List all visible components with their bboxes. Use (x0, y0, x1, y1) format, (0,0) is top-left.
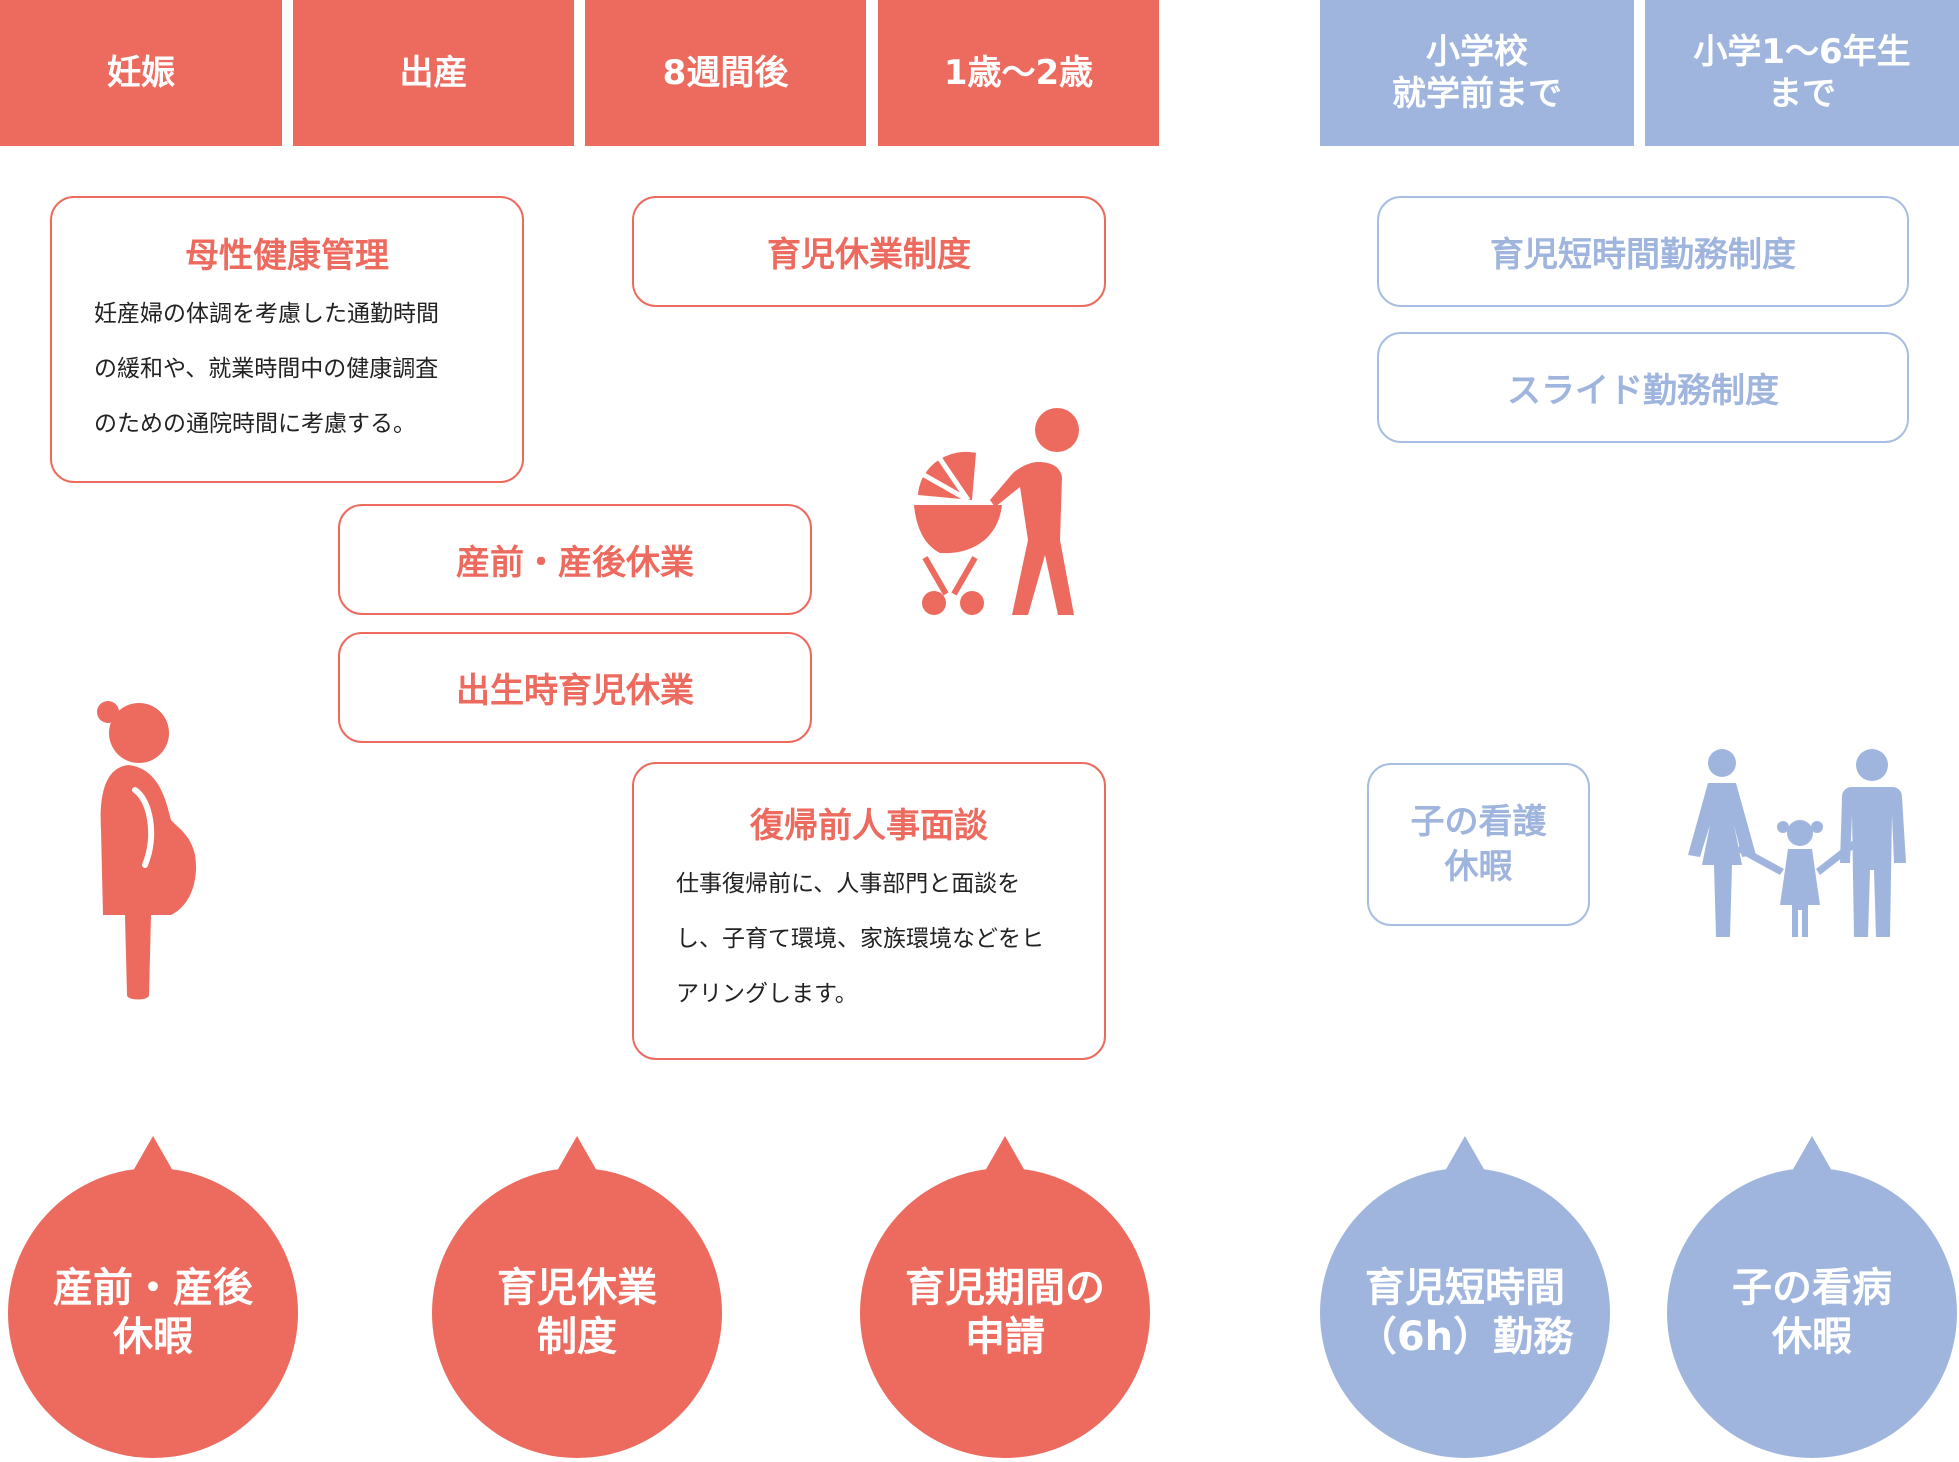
maternity-leave-title: 産前・産後休業 (456, 543, 694, 583)
maternal-health-line: 妊産婦の体調を考慮した通勤時間 (94, 301, 439, 327)
pre-return-interview-line: し、子育て環境、家族環境などをヒ (676, 926, 1044, 952)
bubble-maternity-leave: 産前・産後 休暇 (8, 1168, 298, 1458)
family-icon (1688, 749, 1906, 937)
birth-childcare-leave-box: 出生時育児休業 (338, 632, 812, 743)
timeline-header-preschool: 小学校 就学前まで (1320, 0, 1634, 146)
short-hours-title: 育児短時間勤務制度 (1490, 235, 1796, 275)
bubble-childcare-leave: 育児休業 制度 (432, 1168, 722, 1458)
slide-work-box: スライド勤務制度 (1377, 332, 1909, 443)
bubble-sick-child-leave: 子の看病 休暇 (1667, 1168, 1957, 1458)
bubble-short-time-work: 育児短時間 （6h）勤務 (1320, 1168, 1610, 1458)
pre-return-interview-line: 仕事復帰前に、人事部門と面談を (676, 871, 1021, 897)
stroller-parent-icon (914, 408, 1079, 615)
timeline-header-elementary: 小学1～6年生 まで (1645, 0, 1959, 146)
timeline-header-pregnancy: 妊娠 (0, 0, 282, 146)
short-hours-box: 育児短時間勤務制度 (1377, 196, 1909, 307)
pre-return-interview-description: 仕事復帰前に、人事部門と面談を し、子育て環境、家族環境などをヒ アリングします… (634, 847, 1104, 1022)
maternal-health-title: 母性健康管理 (185, 236, 389, 276)
pre-return-interview-box: 復帰前人事面談 仕事復帰前に、人事部門と面談を し、子育て環境、家族環境などをヒ… (632, 762, 1106, 1060)
childcare-leave-title: 育児休業制度 (767, 235, 971, 275)
child-nursing-leave-box: 子の看護 休暇 (1367, 763, 1590, 926)
pregnant-woman-icon (97, 701, 196, 1000)
bubble-childcare-application: 育児期間の 申請 (860, 1168, 1150, 1458)
timeline-header-age1to2: 1歳～2歳 (878, 0, 1159, 146)
childcare-leave-box: 育児休業制度 (632, 196, 1106, 307)
child-nursing-leave-title: 子の看護 休暇 (1410, 802, 1547, 887)
maternal-health-description: 妊産婦の体調を考慮した通勤時間 の緩和や、就業時間中の健康調査 のための通院時間… (52, 277, 522, 452)
maternal-health-line: の緩和や、就業時間中の健康調査 (94, 356, 439, 382)
maternal-health-box: 母性健康管理 妊産婦の体調を考慮した通勤時間 の緩和や、就業時間中の健康調査 の… (50, 196, 524, 483)
maternal-health-line: のための通院時間に考慮する。 (94, 411, 416, 437)
maternity-leave-box: 産前・産後休業 (338, 504, 812, 615)
pre-return-interview-line: アリングします。 (676, 981, 858, 1007)
slide-work-title: スライド勤務制度 (1507, 371, 1779, 411)
timeline-header-birth: 出産 (293, 0, 574, 146)
timeline-header-week8: 8週間後 (585, 0, 866, 146)
pre-return-interview-title: 復帰前人事面談 (750, 806, 988, 846)
birth-childcare-leave-title: 出生時育児休業 (456, 671, 694, 711)
